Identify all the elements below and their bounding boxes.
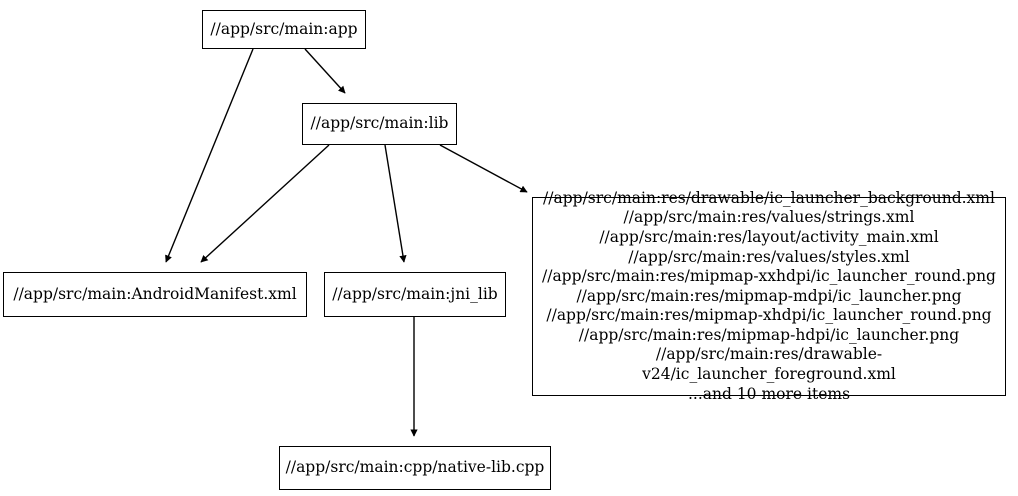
node-native-lib-cpp[interactable]: //app/src/main:cpp/native-lib.cpp	[279, 446, 551, 490]
node-app[interactable]: //app/src/main:app	[202, 10, 366, 49]
node-lib[interactable]: //app/src/main:lib	[302, 103, 457, 145]
node-jni-lib-label: //app/src/main:jni_lib	[332, 284, 498, 303]
node-jni-lib[interactable]: //app/src/main:jni_lib	[324, 272, 506, 317]
node-lib-label: //app/src/main:lib	[310, 114, 449, 133]
node-resources-group-label: //app/src/main:res/drawable/ic_launcher_…	[542, 188, 996, 403]
edge-app-to-lib	[304, 48, 346, 94]
edge-lib-to-jnilib	[384, 144, 407, 263]
node-android-manifest[interactable]: //app/src/main:AndroidManifest.xml	[3, 272, 307, 317]
node-native-lib-cpp-label: //app/src/main:cpp/native-lib.cpp	[285, 458, 545, 477]
node-resources-group[interactable]: //app/src/main:res/drawable/ic_launcher_…	[532, 189, 1006, 403]
edge-app-to-manifest	[165, 48, 254, 263]
node-android-manifest-label: //app/src/main:AndroidManifest.xml	[13, 284, 297, 303]
node-app-label: //app/src/main:app	[210, 19, 358, 38]
edge-lib-to-manifest	[200, 144, 330, 263]
edge-lib-to-resources	[439, 144, 528, 193]
